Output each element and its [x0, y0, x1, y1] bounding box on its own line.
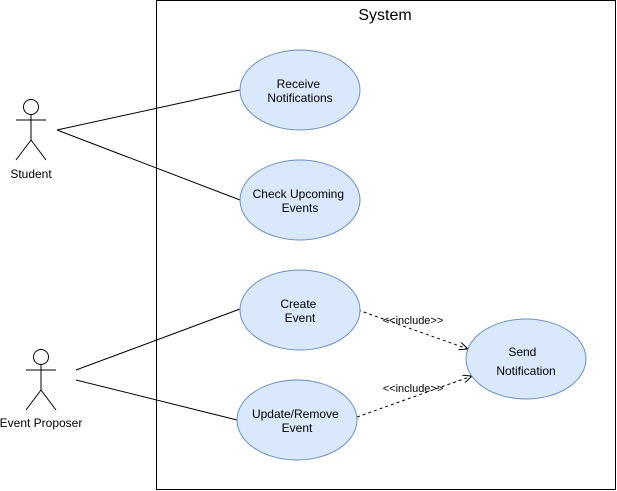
usecase-label: Check Upcoming Events	[253, 187, 348, 215]
assoc-proposer-update	[75, 379, 238, 421]
usecase-label: Send Notification	[496, 345, 555, 378]
usecase-label-line1: Update/Remove	[252, 407, 339, 421]
actor-event-proposer[interactable]	[25, 349, 57, 411]
usecase-label-line1: Check Upcoming	[253, 187, 344, 201]
system-boundary-box	[156, 0, 616, 490]
actor-event-proposer-label: Event Proposer	[0, 416, 82, 430]
usecase-label-line2: Events	[282, 201, 319, 215]
usecase-ellipse	[239, 49, 361, 131]
usecase-check-upcoming-events[interactable]: Check Upcoming Events	[239, 159, 361, 241]
usecase-label: Receive Notifications	[267, 77, 332, 105]
usecase-label-line2: Event	[285, 311, 316, 325]
actor-head	[23, 99, 39, 115]
usecase-ellipse	[239, 269, 361, 351]
usecase-ellipse	[465, 318, 587, 400]
assoc-student-receive	[56, 89, 241, 131]
usecase-label-line1: Receive	[277, 77, 321, 91]
actor-student[interactable]	[15, 99, 47, 161]
usecase-update-remove-event[interactable]: Update/Remove Event	[236, 379, 358, 461]
usecase-send-notification[interactable]: Send Notification	[465, 318, 587, 400]
usecase-ellipse	[236, 379, 358, 461]
system-boundary: System	[156, 0, 616, 490]
usecase-label: Update/Remove Event	[252, 407, 342, 435]
usecase-receive-notifications[interactable]: Receive Notifications	[239, 49, 361, 131]
actor-left-leg	[25, 389, 42, 411]
usecase-label-line1: Send	[508, 345, 536, 359]
actor-head	[33, 349, 49, 365]
usecase-create-event[interactable]: Create Event	[239, 269, 361, 351]
include-relations: <<include>> <<include>>	[356, 309, 472, 418]
include-label-update: <<include>>	[383, 383, 444, 395]
system-title: System	[358, 7, 411, 24]
associations	[56, 89, 241, 421]
actor-left-leg	[15, 139, 32, 161]
usecase-label-line1: Create	[280, 297, 316, 311]
actor-right-leg	[40, 389, 57, 411]
usecase-label: Create Event	[280, 297, 319, 325]
actor-right-leg	[30, 139, 47, 161]
usecase-label-line2: Notifications	[267, 91, 332, 105]
assoc-proposer-create	[75, 308, 241, 371]
assoc-student-check	[56, 129, 241, 201]
usecase-label-line2: Notification	[496, 364, 555, 378]
include-create-send	[357, 309, 468, 349]
usecase-ellipse	[239, 159, 361, 241]
actor-student-label: Student	[10, 167, 52, 181]
include-label-create: <<include>>	[383, 315, 444, 327]
include-update-send	[356, 376, 472, 418]
usecase-label-line2: Event	[282, 421, 313, 435]
